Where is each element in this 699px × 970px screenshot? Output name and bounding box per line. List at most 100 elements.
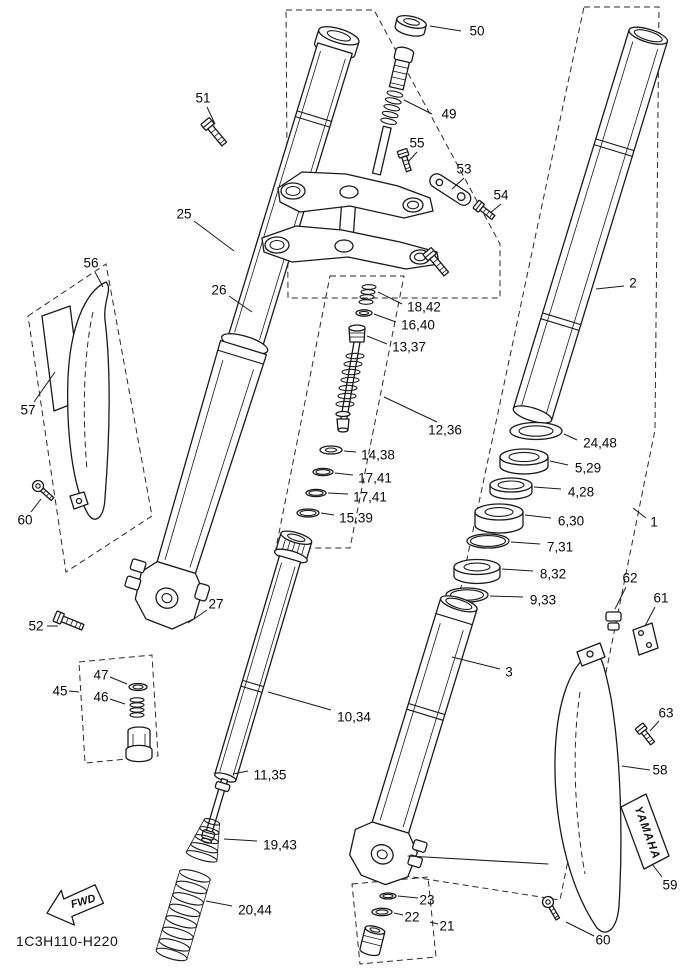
fork-spring-20-44 [155, 869, 211, 962]
protector-58 [554, 650, 622, 933]
leader-line-3 [451, 656, 501, 670]
cartridge-assembly [155, 530, 313, 962]
part-label-13-37: 13,37 [392, 340, 426, 355]
part-label-62: 62 [622, 571, 637, 586]
inner-tube-2 [512, 26, 669, 424]
washer-14-38 [319, 445, 343, 455]
bolt-51-left [200, 116, 230, 149]
leader-line-46 [109, 698, 126, 705]
part-label-16-40: 16,40 [401, 318, 435, 333]
protector-58-inner-line [574, 691, 586, 875]
fwd-arrow: FWD [46, 884, 105, 926]
part-label-6-30: 6,30 [558, 514, 584, 529]
part-label-59: 59 [662, 878, 677, 893]
leader-line-62 [614, 586, 627, 610]
bolt-52 [52, 610, 86, 633]
damper-bolt-21 [359, 925, 386, 957]
part-label-21: 21 [439, 919, 454, 934]
part-label-26: 26 [211, 283, 226, 298]
part-label-60: 60 [595, 933, 610, 948]
leader-line-14-38 [343, 450, 357, 453]
leader-line-25 [193, 220, 235, 252]
assembly-box-guard-left [27, 263, 153, 573]
leader-line-58 [621, 765, 651, 771]
part-label-20-44: 20,44 [238, 903, 272, 918]
part-label-5-29: 5,29 [575, 461, 601, 476]
guard-left [41, 281, 110, 520]
leader-line-9-33 [489, 595, 524, 598]
hose-bracket-53 [429, 173, 472, 206]
part-label-63: 63 [658, 706, 673, 721]
leader-line-17-41 [327, 492, 349, 495]
oring-17-41-b [305, 488, 327, 498]
leader-line-12-36 [383, 396, 438, 423]
leader-line-63 [649, 720, 660, 732]
part-label-9-33: 9,33 [530, 593, 556, 608]
leader-line-20-44 [205, 900, 233, 907]
leader-line-6-30 [524, 514, 552, 519]
leader-line-22 [393, 912, 404, 916]
adjuster-body-45 [125, 726, 153, 763]
assembly-box-damper-parts-12-36 [275, 275, 405, 549]
damper-rod-49 [371, 46, 415, 176]
oring-17-41-a [312, 467, 334, 477]
adjuster-parts-45 [125, 682, 153, 763]
leader-line-51 [206, 106, 216, 125]
cap-bolt-50 [394, 14, 427, 37]
part-label-27: 27 [208, 597, 223, 612]
leader-line-27 [187, 609, 208, 624]
part-label-11-35: 11,35 [254, 768, 287, 783]
bolt-55 [396, 147, 415, 174]
damper-internals [296, 284, 377, 518]
part-label-56: 56 [83, 256, 98, 271]
leader-line-17-41 [334, 472, 354, 476]
leader-line-45 [68, 690, 80, 693]
leader-line-8-32 [501, 568, 534, 572]
dust-seal-8-32 [453, 558, 501, 585]
washer-24-48 [509, 421, 563, 441]
bracket-61 [632, 622, 659, 656]
upper-crown [277, 171, 434, 219]
part-label-50: 50 [469, 24, 484, 39]
part-label-15-39: 15,39 [339, 511, 373, 526]
damper-top-assembly [371, 14, 427, 176]
gasket-22 [371, 907, 393, 917]
leader-line-4-28 [533, 486, 562, 490]
assembly-box-steering-crown [285, 9, 501, 299]
protector-56 [67, 281, 110, 520]
leader-line-60 [565, 921, 595, 937]
protector-56-inner-line [83, 311, 94, 471]
part-label-18-42: 18,42 [407, 300, 441, 315]
screw-60-right [539, 893, 564, 923]
taper-spring-19-43 [185, 818, 221, 863]
slide-bushing-5-29 [499, 448, 549, 475]
leader-line-10-34 [267, 691, 332, 711]
bracket-connector-line [407, 855, 549, 865]
axle-bracket-right [349, 821, 428, 886]
part-label-53: 53 [456, 162, 471, 177]
leader-line-11-35 [232, 770, 249, 775]
guard-right: YAMAHA [554, 611, 670, 933]
sticker-59: YAMAHA [620, 793, 670, 870]
washer-47 [128, 682, 148, 692]
damper-rod-assembly-13-37 [335, 324, 366, 433]
washer-16-40 [355, 309, 373, 317]
leader-line-47 [109, 676, 128, 685]
part-label-60: 60 [17, 513, 32, 528]
assembly-box-bolt-21 [351, 876, 437, 965]
part-labels: 5049555354512526565760522745474618,4216,… [17, 24, 677, 948]
leader-line-21 [429, 921, 439, 925]
leader-line-49 [403, 99, 433, 115]
part-label-3: 3 [505, 665, 513, 680]
axle-bracket-27 [124, 558, 211, 630]
push-rod-11-35 [201, 777, 231, 844]
part-label-17-41: 17,41 [353, 490, 387, 505]
part-label-23: 23 [419, 893, 434, 908]
leader-line-57 [33, 371, 56, 403]
outer-tube-left [156, 333, 269, 575]
clamp-62 [605, 611, 622, 631]
leader-line-15-39 [320, 512, 335, 516]
part-label-51: 51 [195, 91, 210, 106]
cartridge-10-34 [214, 530, 313, 783]
assembly-box-fork-right-1 [399, 6, 660, 901]
